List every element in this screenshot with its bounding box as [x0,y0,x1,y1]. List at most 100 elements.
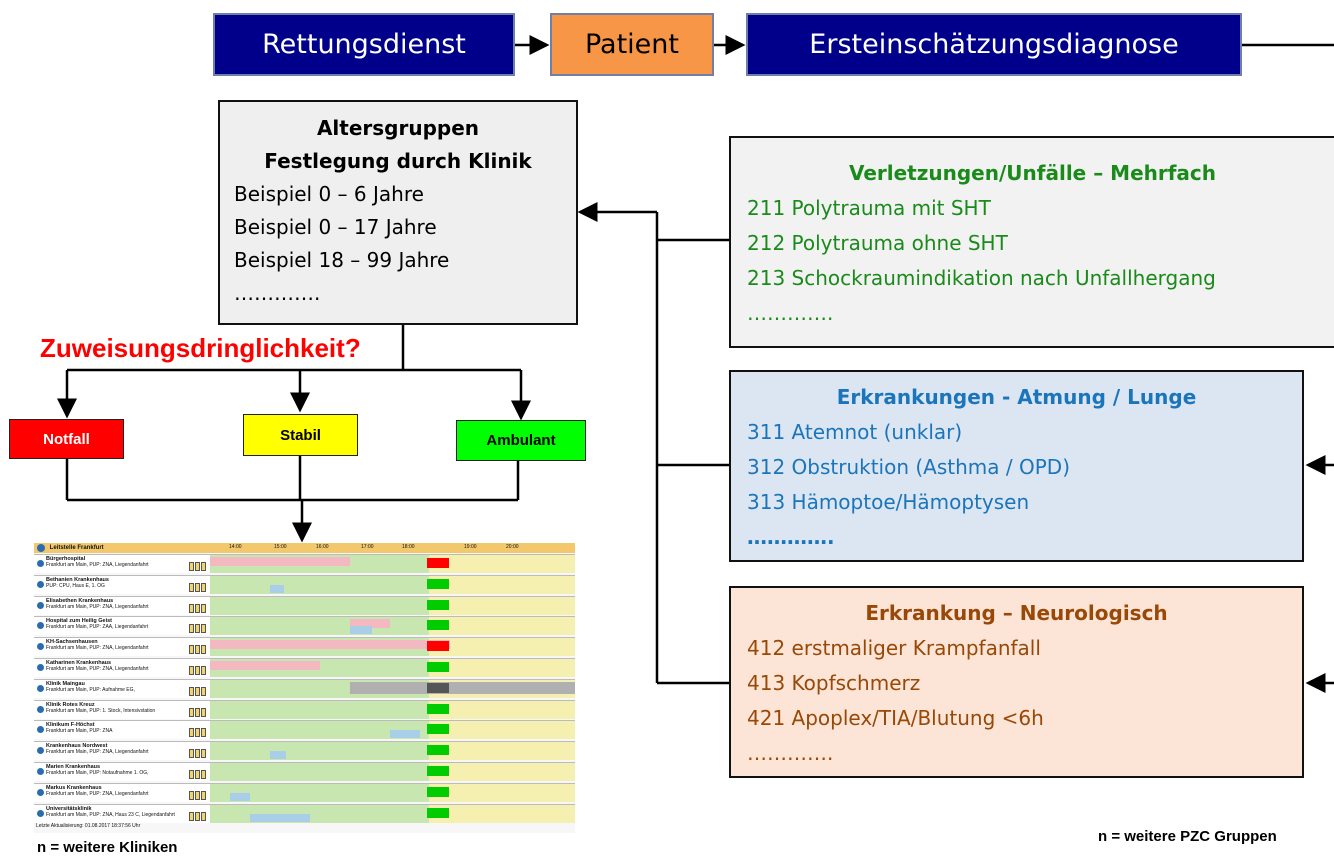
info-icon [37,705,44,713]
hospital-sub: Frankfurt am Main, PUP: ZNA, Haus 23 C, … [46,811,175,818]
info-icon [37,643,44,651]
ersteinschaetzung-label: Ersteinschätzungsdiagnose [809,29,1179,60]
info-icon [37,544,45,552]
timeline-mark [350,626,372,635]
info-icon [37,684,44,692]
leitstelle-title: Leitstelle Frankfurt [49,545,104,551]
status-indicator [427,682,449,693]
timeline-grid [210,638,575,657]
capacity-icon [189,704,211,717]
note-kliniken: n = weitere Kliniken [37,839,178,856]
hospital-name: Hospital zum Heilig Geist [46,618,113,625]
timeline-closed [350,681,575,694]
hospital-name: Bürgerhospital [46,556,86,562]
time-label: 16:00 [316,544,329,550]
status-indicator [427,766,449,776]
status-indicator [427,599,449,610]
timeline-occupied [210,661,320,670]
capacity-icon [189,558,211,571]
group-item: 311 Atemnot (unklar) [747,420,963,444]
capacity-icon [189,745,211,759]
capacity-icon [189,620,211,634]
hospital-name: Markus Krankenhaus [46,784,102,791]
info-icon [37,622,44,630]
status-indicator [427,807,449,818]
hospital-sub: PUP: CPU, Haus E, 1. OG [46,582,105,589]
info-icon [37,726,44,734]
hospital-sub: Frankfurt am Main, PUP: ZAA, Liegendanfa… [46,624,149,631]
group-verletzungen: Verletzungen/Unfälle – Mehrfach 211 Poly… [729,136,1334,348]
ersteinschaetzung-box: Ersteinschätzungsdiagnose [746,13,1242,76]
group-title: Erkrankungen - Atmung / Lunge [836,385,1197,409]
hospital-name: Klinikum F-Höchst [46,722,95,729]
hospital-sub: Frankfurt am Main, PUP: Aufnahme EG, [46,686,135,693]
timeline-occupied [350,619,390,629]
capacity-icon [189,724,211,738]
capacity-icon [189,662,211,675]
status-indicator [427,786,449,797]
hospital-sub: Frankfurt am Main, PUP: ZNA, Liegendanfa… [46,749,149,756]
altersgruppen-title: Altersgruppen [316,116,480,140]
group-item: 421 Apoplex/TIA/Blutung <6h [747,706,1044,730]
patient-box: Patient [550,13,714,76]
timeline-mark [230,792,250,801]
hospital-name: Klinik Maingau [46,680,85,687]
status-indicator [427,641,449,652]
hospital-sub: Frankfurt am Main, PUP: ZNA, Liegendanfa… [46,603,149,610]
timeline-occupied [330,557,350,566]
status-indicator [427,558,449,568]
group-item: 313 Hämoptoe/Hämoptysen [747,490,1030,514]
group-item: …………. [747,301,834,325]
group-item: …………. [747,525,835,549]
timeline-grid [210,555,575,573]
time-label: 17:00 [361,544,374,550]
hospital-sub: Frankfurt am Main, PUP: ZNA, Liegendanfa… [46,562,149,568]
hospital-sub: Frankfurt am Main, PUP: ZNA, Liegendanfa… [46,790,149,797]
hospital-name: Universitätsklinik [46,805,92,812]
time-label: 14:00 [229,544,242,550]
status-indicator [427,703,449,714]
capacity-icon [189,641,211,655]
group-item: 412 erstmaliger Krampfanfall [747,636,1041,660]
info-icon [37,809,44,817]
timeline-grid [210,659,575,677]
hospital-sub: Frankfurt am Main, PUP: 1. Stock, Intens… [46,707,156,714]
hospital-name: Krankenhaus Nordwest [46,743,108,750]
leitstelle-footer: Letzte Aktualisierung: 01.08.2017 18:37:… [36,823,141,829]
hospital-name: Bethanien Krankenhaus [46,576,109,583]
capacity-icon [189,787,211,800]
capacity-icon [189,766,211,779]
time-label: 18:00 [402,544,415,550]
leitstelle-header: Leitstelle Frankfurt [34,543,575,553]
timeline-grid [210,679,575,698]
prio-ambulant: Ambulant [456,420,586,461]
altersgruppen-line: Beispiel 0 – 6 Jahre [234,182,424,206]
group-atmung: Erkrankungen - Atmung / Lunge 311 Atemno… [729,370,1304,562]
hospital-sub: Frankfurt am Main, PUP: Notaufnahme 1. O… [46,770,149,776]
timeline-grid [210,575,575,594]
note-pzc: n = weitere PZC Gruppen [1098,828,1277,845]
group-item: 213 Schockraumindikation nach Unfallherg… [747,266,1216,290]
timeline-grid [210,804,575,823]
capacity-icon [189,808,211,821]
info-icon [37,747,44,755]
group-title: Erkrankung – Neurologisch [865,601,1168,625]
info-icon [37,768,44,775]
